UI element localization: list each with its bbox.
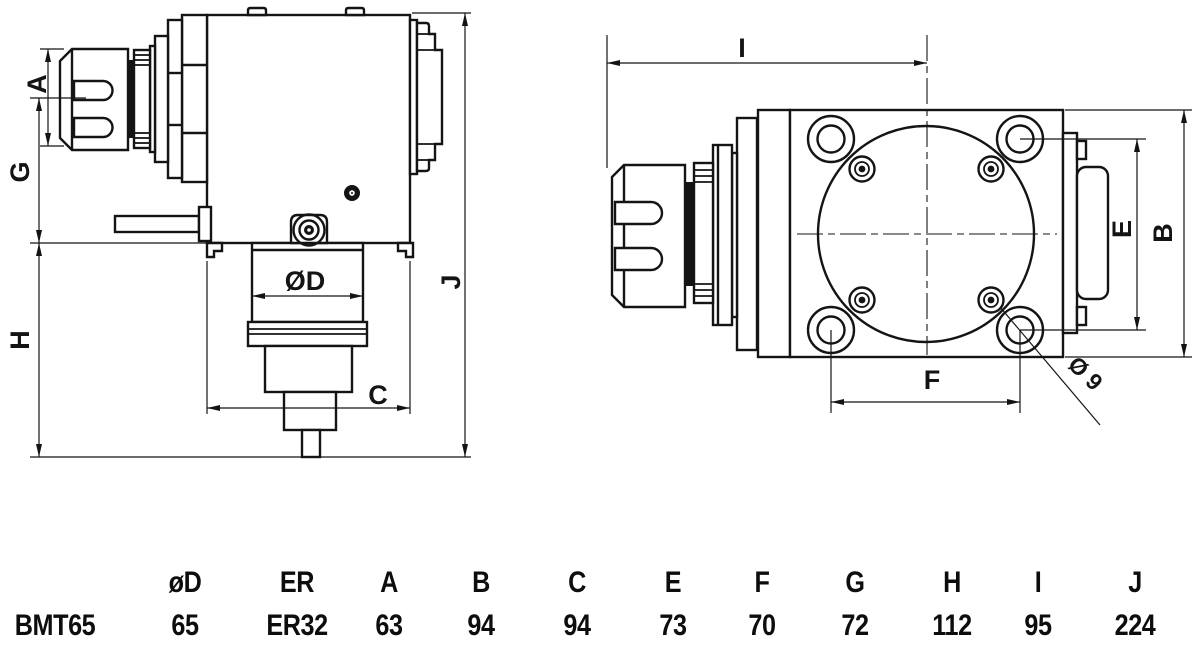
thread-gap bbox=[128, 60, 134, 138]
dim-label-OD: ØD bbox=[285, 266, 326, 296]
coupling-block bbox=[1075, 165, 1110, 301]
table-header-f: F bbox=[754, 566, 770, 599]
table-cell-er: ER32 bbox=[266, 609, 328, 642]
bmt-stem bbox=[300, 428, 322, 459]
dim-label-F: F bbox=[924, 365, 941, 395]
spindle-plate bbox=[735, 116, 759, 352]
dim-label-H: H bbox=[5, 330, 35, 350]
dim-label-B: B bbox=[1148, 223, 1178, 243]
flange-foot bbox=[396, 241, 415, 259]
dim-label-E: E bbox=[1107, 220, 1137, 238]
table-cell-i: 95 bbox=[1024, 609, 1052, 642]
bmt-tenon bbox=[282, 390, 338, 432]
table-row-label: BMT65 bbox=[14, 609, 96, 642]
top-lug bbox=[246, 6, 268, 17]
table-cell-b: 94 bbox=[467, 609, 495, 642]
bolt-hole bbox=[848, 155, 1005, 314]
coolant-arm bbox=[113, 214, 201, 234]
top-lug bbox=[344, 6, 366, 17]
table-header-b: B bbox=[472, 566, 490, 599]
coolant-arm-cap bbox=[197, 205, 213, 243]
coupling-plate bbox=[1061, 131, 1079, 335]
table-cell-f: 70 bbox=[748, 609, 776, 642]
coupling-profile bbox=[415, 21, 444, 173]
table-cell-j: 224 bbox=[1114, 609, 1156, 642]
wrench-slot bbox=[72, 79, 114, 102]
dim-label-I: I bbox=[738, 33, 746, 63]
table-header-e: E bbox=[664, 566, 682, 599]
spindle-housing bbox=[180, 13, 209, 184]
bmt-lower-cylinder bbox=[263, 344, 354, 394]
table-header-c: C bbox=[568, 566, 586, 599]
wrench-slot bbox=[72, 116, 114, 139]
table-header-er: ER bbox=[279, 566, 315, 599]
right-view-dimensions bbox=[606, 35, 1192, 426]
coupling-bump bbox=[1075, 139, 1088, 161]
left-view: A G H J ØD C bbox=[5, 6, 471, 459]
thread-gap bbox=[686, 182, 693, 286]
wrench-slot bbox=[613, 246, 664, 272]
spindle-plate bbox=[166, 18, 184, 180]
table-header-od: øD bbox=[168, 566, 202, 599]
left-view-dimensions bbox=[30, 12, 471, 458]
back-plate bbox=[756, 108, 792, 359]
threaded-ring bbox=[692, 161, 715, 305]
coupling-bump bbox=[1075, 305, 1088, 327]
spindle-plate bbox=[711, 143, 734, 327]
table-header-a: A bbox=[380, 566, 398, 599]
table-cell-c: 94 bbox=[563, 609, 591, 642]
dim-label-J: J bbox=[436, 274, 466, 289]
right-view: I E B F Ø 9 bbox=[606, 33, 1192, 426]
table-header-j: J bbox=[1128, 566, 1142, 599]
leader-line bbox=[999, 306, 1101, 426]
body-outline bbox=[205, 13, 412, 245]
wrench-slot bbox=[613, 200, 664, 226]
table-cell-g: 72 bbox=[841, 609, 869, 642]
set-screw bbox=[344, 185, 360, 201]
table-cell-od: 65 bbox=[171, 609, 199, 642]
table-header-i: I bbox=[1034, 566, 1042, 599]
dim-label-A: A bbox=[22, 74, 52, 94]
dim-label-C: C bbox=[368, 380, 388, 410]
dim-label-G: G bbox=[5, 161, 35, 182]
table-header-h: H bbox=[943, 566, 961, 599]
table-header-g: G bbox=[845, 566, 865, 599]
spindle-plate bbox=[153, 34, 170, 164]
flange-foot bbox=[205, 241, 224, 259]
table-cell-h: 112 bbox=[932, 609, 972, 642]
table-cell-e: 73 bbox=[659, 609, 687, 642]
table-cell-a: 63 bbox=[375, 609, 403, 642]
